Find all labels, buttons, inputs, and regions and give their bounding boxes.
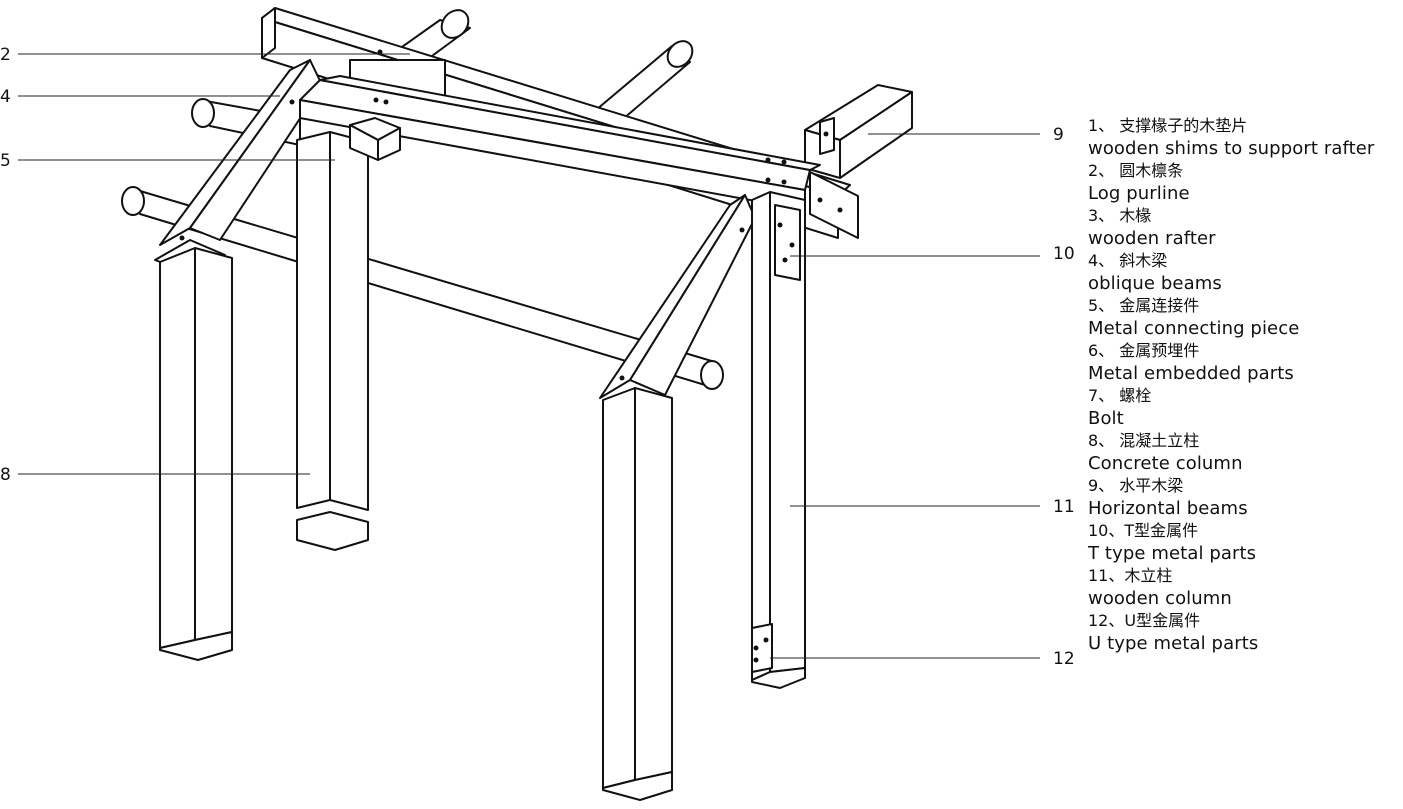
- legend-item: 10、T型金属件 T type metal parts: [1088, 520, 1400, 565]
- legend-cn: 8、 混凝土立柱: [1088, 431, 1200, 450]
- legend-cn: 5、 金属连接件: [1088, 296, 1200, 315]
- callout-11: 11: [1053, 497, 1075, 517]
- callout-8: 8: [0, 465, 11, 485]
- legend-en: wooden column: [1088, 587, 1232, 609]
- legend-en: oblique beams: [1088, 272, 1222, 294]
- legend-item: 1、 支撑椽子的木垫片 wooden shims to support raft…: [1088, 115, 1400, 160]
- legend-en: T type metal parts: [1088, 542, 1257, 564]
- legend-en: Concrete column: [1088, 452, 1243, 474]
- legend-item: 2、 圆木檩条 Log purline: [1088, 160, 1400, 205]
- legend-item: 12、U型金属件 U type metal parts: [1088, 610, 1400, 655]
- concrete-column-rear-left: [296, 131, 369, 551]
- callout-9: 9: [1053, 125, 1064, 145]
- wooden-column: [751, 191, 806, 689]
- bolt-holes: [179, 49, 843, 663]
- legend-item: 4、 斜木梁 oblique beams: [1088, 250, 1400, 295]
- log-purline-front: [121, 186, 724, 390]
- callout-5: 5: [0, 151, 11, 171]
- legend-item: 11、木立柱 wooden column: [1088, 565, 1400, 610]
- legend-en: Horizontal beams: [1088, 497, 1248, 519]
- legend-en: Metal connecting piece: [1088, 317, 1300, 339]
- legend-item: 8、 混凝土立柱 Concrete column: [1088, 430, 1400, 475]
- callout-10: 10: [1053, 244, 1075, 264]
- parts-legend: 1、 支撑椽子的木垫片 wooden shims to support raft…: [1088, 115, 1400, 655]
- legend-cn: 4、 斜木梁: [1088, 251, 1168, 270]
- legend-cn: 9、 水平木梁: [1088, 476, 1184, 495]
- concrete-column-front-right: [602, 387, 673, 801]
- legend-cn: 1、 支撑椽子的木垫片: [1088, 116, 1248, 135]
- callout-2: 2: [0, 45, 11, 65]
- legend-en: Metal embedded parts: [1088, 362, 1294, 384]
- legend-item: 9、 水平木梁 Horizontal beams: [1088, 475, 1400, 520]
- legend-en: Bolt: [1088, 407, 1124, 429]
- legend-cn: 6、 金属预埋件: [1088, 341, 1200, 360]
- legend-cn: 7、 螺栓: [1088, 386, 1152, 405]
- metal-connecting-piece: [349, 117, 401, 161]
- legend-cn: 2、 圆木檩条: [1088, 161, 1184, 180]
- oblique-beam-right: [599, 194, 756, 399]
- callout-4: 4: [0, 87, 11, 107]
- concrete-column-front-left: [159, 247, 233, 661]
- legend-en: wooden rafter: [1088, 227, 1216, 249]
- horizontal-beam-front: [299, 75, 821, 211]
- callout-12: 12: [1053, 649, 1075, 669]
- leader-lines: [18, 53, 1040, 659]
- legend-en: U type metal parts: [1088, 632, 1259, 654]
- horizontal-beam-9: [804, 84, 913, 239]
- legend-item: 7、 螺栓 Bolt: [1088, 385, 1400, 430]
- legend-en: wooden shims to support rafter: [1088, 137, 1375, 159]
- legend-en: Log purline: [1088, 182, 1190, 204]
- legend-cn: 3、 木椽: [1088, 206, 1152, 225]
- legend-item: 6、 金属预埋件 Metal embedded parts: [1088, 340, 1400, 385]
- legend-item: 3、 木椽 wooden rafter: [1088, 205, 1400, 250]
- legend-cn: 12、U型金属件: [1088, 611, 1201, 630]
- legend-item: 5、 金属连接件 Metal connecting piece: [1088, 295, 1400, 340]
- legend-cn: 10、T型金属件: [1088, 521, 1199, 540]
- legend-cn: 11、木立柱: [1088, 566, 1173, 585]
